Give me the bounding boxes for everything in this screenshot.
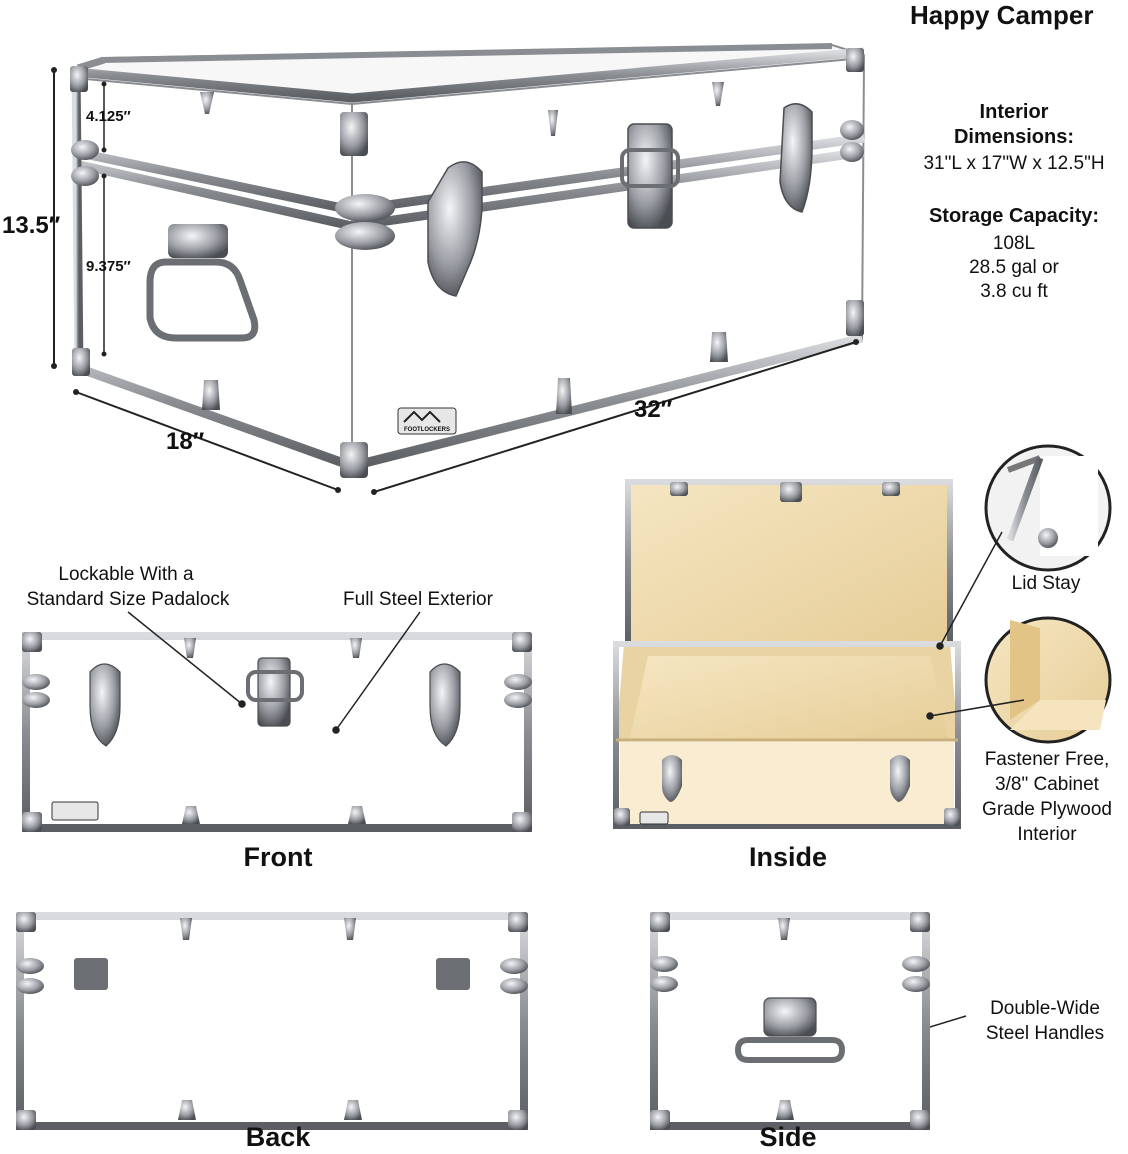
plywood-callout-3: Grade Plywood bbox=[982, 799, 1112, 820]
capacity-cubic-feet: 3.8 cu ft bbox=[980, 281, 1048, 302]
interior-heading-1: Interior bbox=[979, 101, 1049, 123]
brand-logo: FOOTLOCKERS bbox=[397, 407, 457, 435]
length-dimension: 32″ bbox=[634, 396, 673, 423]
plywood-detail bbox=[984, 616, 1112, 744]
trunk-back-view bbox=[16, 912, 528, 1130]
capacity-liters: 108L bbox=[992, 233, 1036, 254]
lid-stay-callout: Lid Stay bbox=[1011, 573, 1081, 594]
lid-height-dimension: 4.125″ bbox=[86, 108, 131, 125]
side-view-label: Side bbox=[759, 1122, 817, 1152]
trunk-side-view bbox=[650, 912, 930, 1130]
height-dimension: 13.5″ bbox=[2, 212, 61, 239]
inside-view-label: Inside bbox=[748, 842, 828, 872]
plywood-callout-1: Fastener Free, bbox=[984, 749, 1110, 770]
page-title: Happy Camper bbox=[910, 0, 1094, 30]
handles-callout-2: Steel Handles bbox=[985, 1023, 1105, 1044]
full-steel-callout: Full Steel Exterior bbox=[343, 589, 493, 610]
logo-text: FOOTLOCKERS bbox=[404, 427, 450, 433]
trunk-inside-view bbox=[613, 479, 961, 829]
back-view-label: Back bbox=[245, 1122, 311, 1152]
interior-value: 31"L x 17"W x 12.5"H bbox=[923, 153, 1105, 174]
plywood-callout-4: Interior bbox=[1017, 824, 1077, 845]
capacity-gallons: 28.5 gal or bbox=[969, 257, 1059, 278]
trunk-3d: FOOTLOCKERS bbox=[51, 43, 866, 495]
trunk-front-view bbox=[22, 632, 532, 832]
base-height-dimension: 9.375″ bbox=[86, 258, 131, 275]
capacity-heading: Storage Capacity: bbox=[928, 205, 1100, 227]
handles-callout-1: Double-Wide bbox=[990, 998, 1100, 1019]
interior-heading-2: Dimensions: bbox=[953, 126, 1075, 148]
plywood-callout-2: 3/8" Cabinet bbox=[995, 774, 1099, 795]
lockable-callout-1: Lockable With a bbox=[58, 564, 194, 585]
front-view-label: Front bbox=[243, 842, 313, 872]
width-dimension: 18″ bbox=[166, 428, 205, 455]
lockable-callout-2: Standard Size Padalock bbox=[26, 589, 230, 610]
dimension-lines bbox=[51, 67, 859, 495]
lid-stay-detail bbox=[984, 444, 1112, 572]
